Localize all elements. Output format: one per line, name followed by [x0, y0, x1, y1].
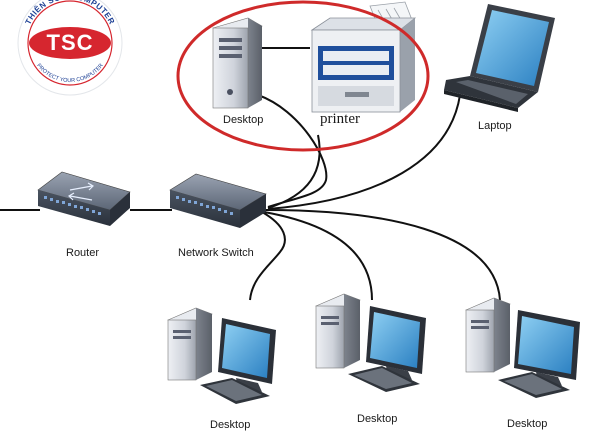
- router-device: [37, 171, 131, 226]
- highlight-ellipse: [176, 0, 430, 152]
- label-desktop-top: Desktop: [223, 114, 264, 126]
- cable-desktop-to-switch: [257, 94, 328, 208]
- cable-switch-to-desktop-1: [249, 211, 286, 301]
- label-printer: printer: [320, 111, 360, 127]
- label-network-switch: Network Switch: [178, 247, 254, 259]
- label-desktop-2: Desktop: [357, 413, 398, 425]
- desktop-workstation-1: [167, 307, 276, 404]
- desktop-workstation-3: [465, 297, 580, 398]
- printer-device: [310, 1, 417, 113]
- label-desktop-3: Desktop: [507, 418, 548, 430]
- logo-badge: [29, 27, 111, 59]
- desktop-workstation-2: [315, 293, 426, 392]
- label-desktop-1: Desktop: [210, 419, 251, 431]
- cables: [0, 47, 501, 301]
- label-laptop: Laptop: [478, 120, 512, 132]
- laptop-device: [444, 4, 555, 112]
- label-router: Router: [66, 247, 100, 259]
- cable-switch-to-desktop-3: [265, 209, 501, 301]
- desktop-tower-top: [212, 17, 263, 109]
- logo-abbreviation: TSC: [46, 30, 94, 55]
- cable-laptop-to-switch: [267, 94, 461, 210]
- cable-printer-to-switch: [267, 134, 321, 209]
- network-switch-device: [169, 173, 267, 228]
- cable-switch-to-desktop-2: [263, 211, 373, 301]
- logo: THIÊN SƠN COMPUTER PROTECT YOUR COMPUTER: [17, 0, 123, 96]
